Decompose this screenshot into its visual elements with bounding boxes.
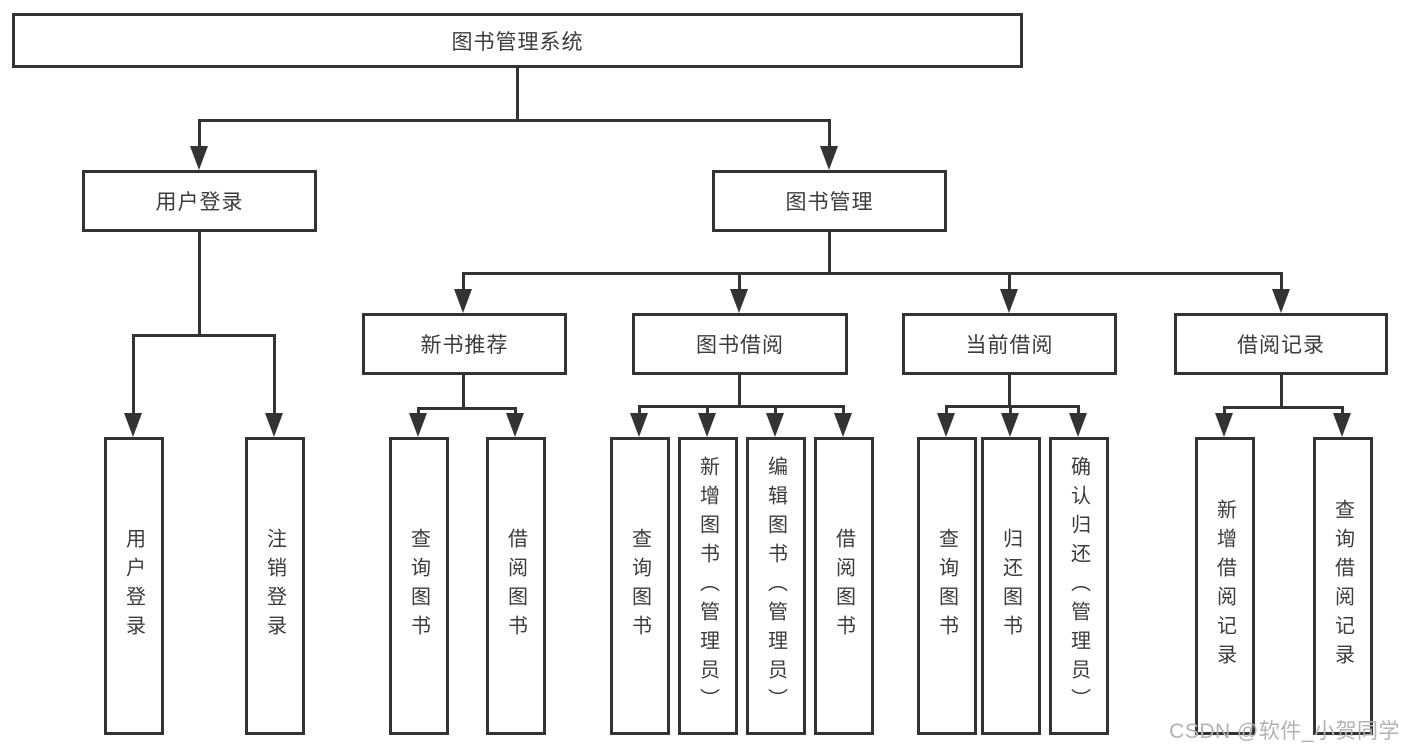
node-user-login-label: 用户登录 bbox=[155, 191, 244, 214]
leaf-return-books-label: 归还图书 bbox=[999, 528, 1022, 644]
leaf-query-books-recommend: 查询图书 bbox=[389, 437, 449, 735]
connector-e2-stem bbox=[706, 405, 709, 415]
leaf-add-books-admin-label: 新增图书（管理员） bbox=[696, 455, 719, 717]
node-library-management-system-label: 图书管理系统 bbox=[451, 30, 584, 54]
leaf-confirm-return-admin-label: 确认归还（管理员） bbox=[1067, 455, 1090, 717]
arrow-to-current-borrowing bbox=[1000, 289, 1018, 313]
arrow-to-book-borrowing bbox=[730, 289, 748, 313]
node-borrowing-records: 借阅记录 bbox=[1174, 313, 1388, 375]
connector-g2-stem bbox=[1341, 406, 1344, 415]
arrow-f2 bbox=[1001, 413, 1019, 437]
arrow-e2 bbox=[698, 413, 716, 437]
connector-records-stem bbox=[1280, 272, 1283, 291]
connector-f3-stem bbox=[1077, 405, 1080, 415]
arrow-g2 bbox=[1333, 413, 1351, 437]
connector-f1-stem bbox=[945, 405, 948, 415]
connector-user-login-stem bbox=[198, 119, 201, 148]
arrow-to-new-book-recommend bbox=[454, 289, 472, 313]
connector-recommend-down bbox=[462, 375, 465, 409]
arrow-e1 bbox=[630, 413, 648, 437]
leaf-query-books-current-label: 查询图书 bbox=[935, 528, 958, 644]
connector-d1-stem bbox=[417, 407, 420, 415]
connector-records-down bbox=[1280, 375, 1283, 408]
connector-borrowing-stem bbox=[738, 272, 741, 291]
arrow-d1 bbox=[409, 413, 427, 437]
leaf-query-borrow-record: 查询借阅记录 bbox=[1313, 437, 1373, 735]
connector-e3-stem bbox=[774, 405, 777, 415]
leaf-borrow-books-borrowing-label: 借阅图书 bbox=[832, 528, 855, 644]
leaf-logout: 注销登录 bbox=[245, 437, 305, 735]
leaf-borrow-books-recommend: 借阅图书 bbox=[486, 437, 546, 735]
leaf-logout-label: 注销登录 bbox=[263, 528, 286, 644]
connector-e1-stem bbox=[638, 405, 641, 415]
node-book-management: 图书管理 bbox=[712, 170, 947, 232]
leaf-query-borrow-record-label: 查询借阅记录 bbox=[1331, 499, 1354, 673]
node-current-borrowing-label: 当前借阅 bbox=[965, 334, 1054, 357]
connector-root-rail bbox=[198, 119, 831, 122]
arrow-to-book-management bbox=[820, 146, 838, 170]
leaf-add-borrow-record-label: 新增借阅记录 bbox=[1213, 499, 1236, 673]
connector-book-mgmt-down bbox=[828, 232, 831, 274]
leaf-query-books-current: 查询图书 bbox=[917, 437, 977, 735]
connector-current-down bbox=[1008, 375, 1011, 407]
leaf-return-books: 归还图书 bbox=[981, 437, 1041, 735]
leaf-query-books-recommend-label: 查询图书 bbox=[407, 528, 430, 644]
arrow-e4 bbox=[834, 413, 852, 437]
arrow-to-leaf-logout bbox=[265, 413, 283, 437]
arrow-to-leaf-login bbox=[124, 413, 142, 437]
node-borrowing-records-label: 借阅记录 bbox=[1237, 334, 1325, 357]
connector-f2-stem bbox=[1009, 405, 1012, 415]
node-book-borrowing: 图书借阅 bbox=[632, 313, 848, 375]
connector-borrowing-rail bbox=[638, 405, 845, 408]
connector-current-stem bbox=[1008, 272, 1011, 291]
leaf-borrow-books-recommend-label: 借阅图书 bbox=[504, 528, 527, 644]
node-book-borrowing-label: 图书借阅 bbox=[696, 334, 784, 357]
connector-user-login-down bbox=[198, 232, 201, 336]
connector-d2-stem bbox=[514, 407, 517, 415]
connector-book-mgmt-stem bbox=[828, 119, 831, 148]
node-current-borrowing: 当前借阅 bbox=[902, 313, 1117, 375]
connector-leaf-login-stem bbox=[132, 334, 135, 415]
arrow-f3 bbox=[1069, 413, 1087, 437]
node-new-book-recommend: 新书推荐 bbox=[362, 313, 567, 375]
csdn-watermark: CSDN @软件_小贺同学 bbox=[1169, 720, 1400, 743]
leaf-edit-books-admin: 编辑图书（管理员） bbox=[746, 437, 806, 735]
leaf-add-books-admin: 新增图书（管理员） bbox=[678, 437, 738, 735]
connector-book-mgmt-rail bbox=[462, 272, 1283, 275]
leaf-user-login-label: 用户登录 bbox=[122, 528, 145, 644]
arrow-to-user-login bbox=[190, 146, 208, 170]
connector-current-rail bbox=[945, 405, 1080, 408]
arrow-f1 bbox=[937, 413, 955, 437]
connector-recommend-rail bbox=[417, 407, 517, 410]
leaf-user-login: 用户登录 bbox=[104, 437, 164, 735]
arrow-to-borrowing-records bbox=[1272, 289, 1290, 313]
leaf-query-books-borrowing: 查询图书 bbox=[610, 437, 670, 735]
leaf-edit-books-admin-label: 编辑图书（管理员） bbox=[764, 455, 787, 717]
leaf-confirm-return-admin: 确认归还（管理员） bbox=[1049, 437, 1109, 735]
connector-borrowing-down bbox=[738, 375, 741, 407]
leaf-borrow-books-borrowing: 借阅图书 bbox=[814, 437, 874, 735]
node-new-book-recommend-label: 新书推荐 bbox=[420, 334, 509, 357]
connector-records-rail bbox=[1223, 406, 1344, 409]
node-library-management-system: 图书管理系统 bbox=[12, 13, 1023, 68]
connector-leaf-logout-stem bbox=[273, 334, 276, 415]
arrow-e3 bbox=[766, 413, 784, 437]
connector-user-login-rail bbox=[132, 334, 276, 337]
connector-e4-stem bbox=[842, 405, 845, 415]
node-book-management-label: 图书管理 bbox=[785, 191, 874, 214]
leaf-add-borrow-record: 新增借阅记录 bbox=[1195, 437, 1255, 735]
arrow-g1 bbox=[1215, 413, 1233, 437]
connector-recommend-stem bbox=[462, 272, 465, 291]
connector-g1-stem bbox=[1223, 406, 1226, 415]
leaf-query-books-borrowing-label: 查询图书 bbox=[628, 528, 651, 644]
connector-root-stem bbox=[516, 68, 519, 120]
node-user-login: 用户登录 bbox=[82, 170, 317, 232]
arrow-d2 bbox=[506, 413, 524, 437]
